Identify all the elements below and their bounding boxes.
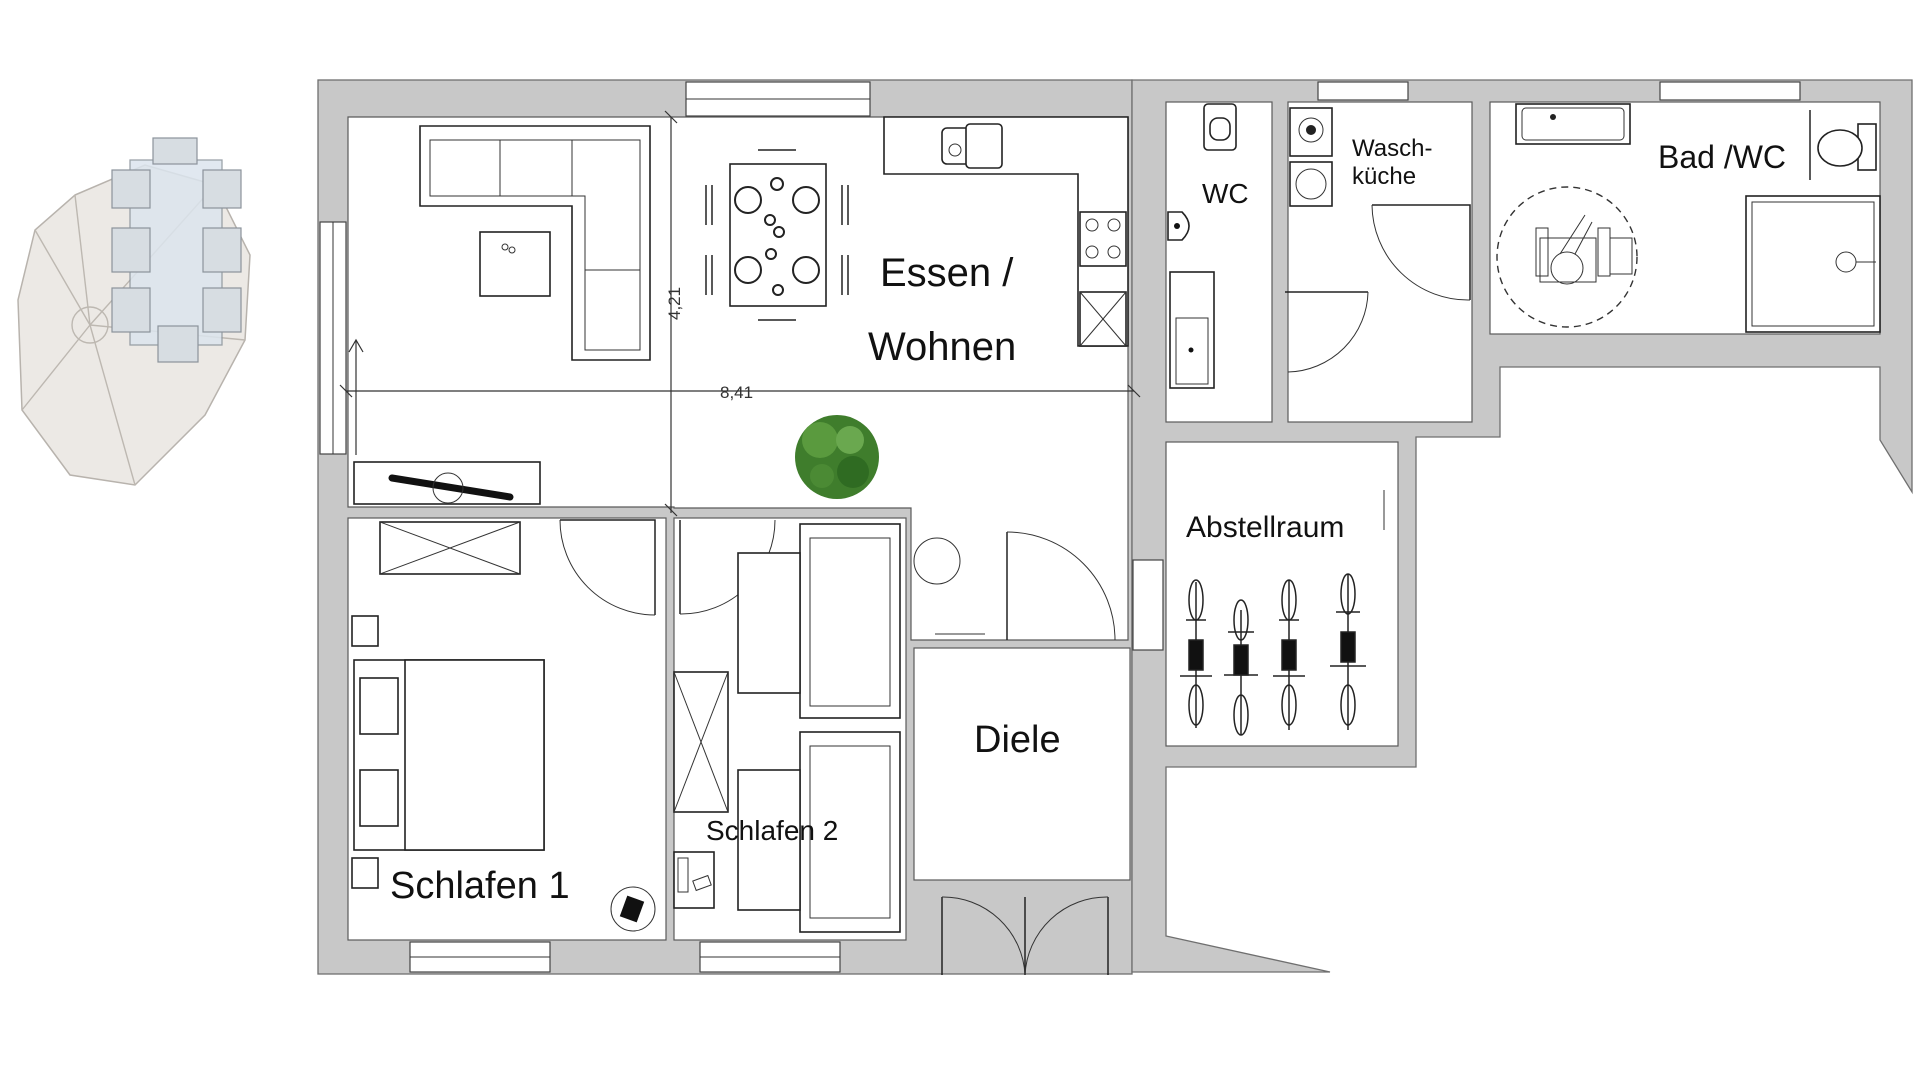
bicycle-icon <box>1180 573 1366 736</box>
room-label-abstellraum: Abstellraum <box>1186 511 1344 544</box>
room-label-diele: Diele <box>974 719 1061 761</box>
terrace-umbrella-icon <box>17 137 251 486</box>
dining-table <box>705 149 849 321</box>
dimension-lines <box>339 110 1141 517</box>
kitchen <box>883 116 1129 347</box>
room-label-schlafen2: Schlafen 2 <box>706 815 838 846</box>
bathroom-fixtures <box>1515 103 1881 333</box>
coffee-table <box>479 231 551 297</box>
round-side-table <box>913 537 961 585</box>
sofa <box>419 125 651 361</box>
room-label-kueche: küche <box>1352 163 1416 190</box>
room-label-wohnen: Wohnen <box>868 325 1016 369</box>
windows <box>319 81 1801 973</box>
potted-plant-icon <box>795 415 879 499</box>
bedroom2-furniture <box>673 523 901 933</box>
dimension-width: 8,41 <box>720 383 753 402</box>
doors <box>559 204 1471 976</box>
room-label-wc: WC <box>1202 178 1249 209</box>
dimension-depth: 4,21 <box>665 287 684 320</box>
laundry-fixtures <box>1289 107 1333 207</box>
bedroom1-furniture <box>351 521 656 932</box>
room-label-bad: Bad /WC <box>1658 139 1786 175</box>
room-label-wasch: Wasch- <box>1352 135 1432 162</box>
wheelchair-icon <box>1496 186 1638 328</box>
room-label-essen: Essen / <box>880 251 1014 295</box>
wc-fixtures <box>1167 103 1237 389</box>
room-label-schlafen1: Schlafen 1 <box>390 865 570 907</box>
